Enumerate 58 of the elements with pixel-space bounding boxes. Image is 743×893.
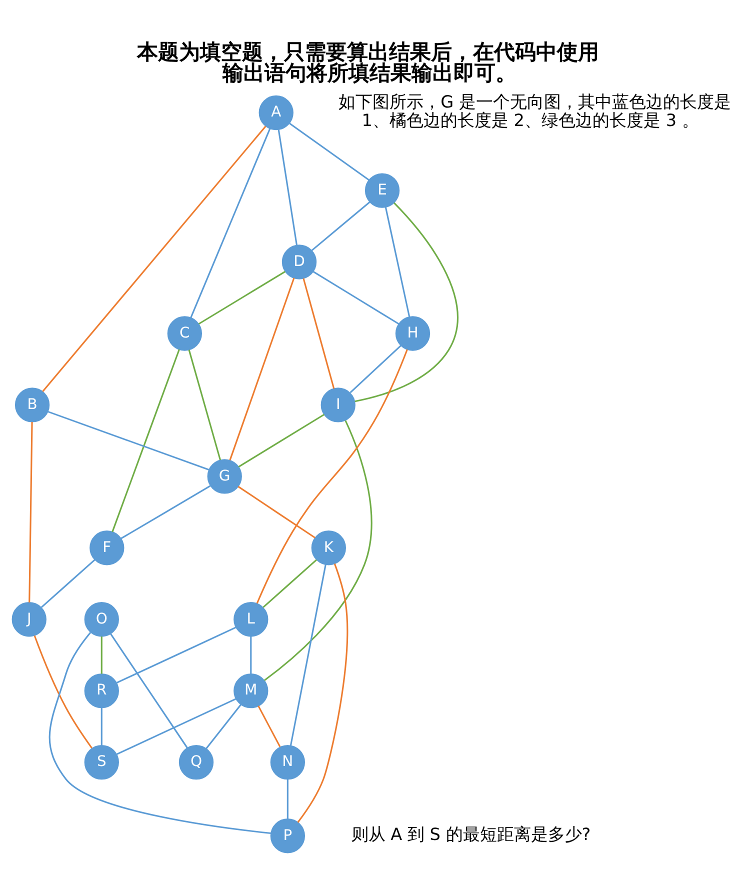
connector (302, 278, 335, 388)
node-circle: N (270, 744, 306, 780)
node-circle: L (234, 602, 268, 636)
connector (354, 202, 458, 402)
connector (278, 128, 298, 245)
connector (40, 558, 96, 608)
connector (256, 348, 408, 604)
connector (188, 349, 222, 460)
connector (290, 564, 326, 746)
connector (120, 484, 211, 539)
node-circle: R (84, 673, 119, 708)
connector (238, 413, 325, 467)
connector (312, 270, 400, 324)
node-circle: F (90, 530, 124, 565)
connector (48, 632, 271, 834)
node-circle: S (84, 744, 119, 780)
connector (258, 705, 281, 747)
connector (250, 636, 252, 674)
connector (190, 128, 271, 318)
connector (112, 348, 180, 532)
node-circle: K (311, 530, 346, 565)
node-circle: M (234, 673, 268, 708)
connector (384, 206, 410, 316)
node-circle: H (395, 316, 430, 350)
node-circle: G (207, 458, 242, 494)
connector (48, 410, 210, 470)
connector (286, 778, 288, 818)
connector (264, 420, 372, 681)
connector (198, 270, 286, 324)
diagram-title: 本题为填空题，只需要算出结果后，在代码中使用输出语句将所填结果输出即可。 (137, 38, 600, 85)
node-circle: A (258, 94, 294, 130)
node-circle: P (270, 818, 306, 853)
node-circle: D (282, 244, 317, 279)
node-circle: I (320, 387, 356, 422)
node-circle: E (364, 172, 400, 208)
node-circle: Q (178, 744, 214, 780)
node-circle: O (84, 602, 119, 636)
connector (311, 201, 370, 251)
connector (297, 562, 348, 822)
connector (206, 704, 242, 749)
node-circle: B (14, 387, 50, 422)
node-circle: C (167, 316, 202, 350)
connector (28, 421, 33, 602)
connector (100, 707, 102, 745)
connector (110, 632, 188, 748)
label: 如下图所示，G 是一个无向图，其中蓝色边的长度是 1、橘色边的长度是 2、绿色边的长度是 3 。 (338, 90, 732, 130)
connector (289, 122, 370, 180)
connector (238, 485, 316, 538)
connector (229, 277, 295, 460)
connector (262, 558, 318, 608)
connector (350, 344, 402, 393)
connector (100, 636, 102, 674)
connector (34, 634, 92, 748)
connector (42, 125, 266, 392)
node-circle: J (12, 602, 46, 636)
connector (116, 698, 236, 754)
caption: 则从 A 到 S 的最短距离是多少? (351, 823, 591, 844)
connector (116, 626, 236, 683)
